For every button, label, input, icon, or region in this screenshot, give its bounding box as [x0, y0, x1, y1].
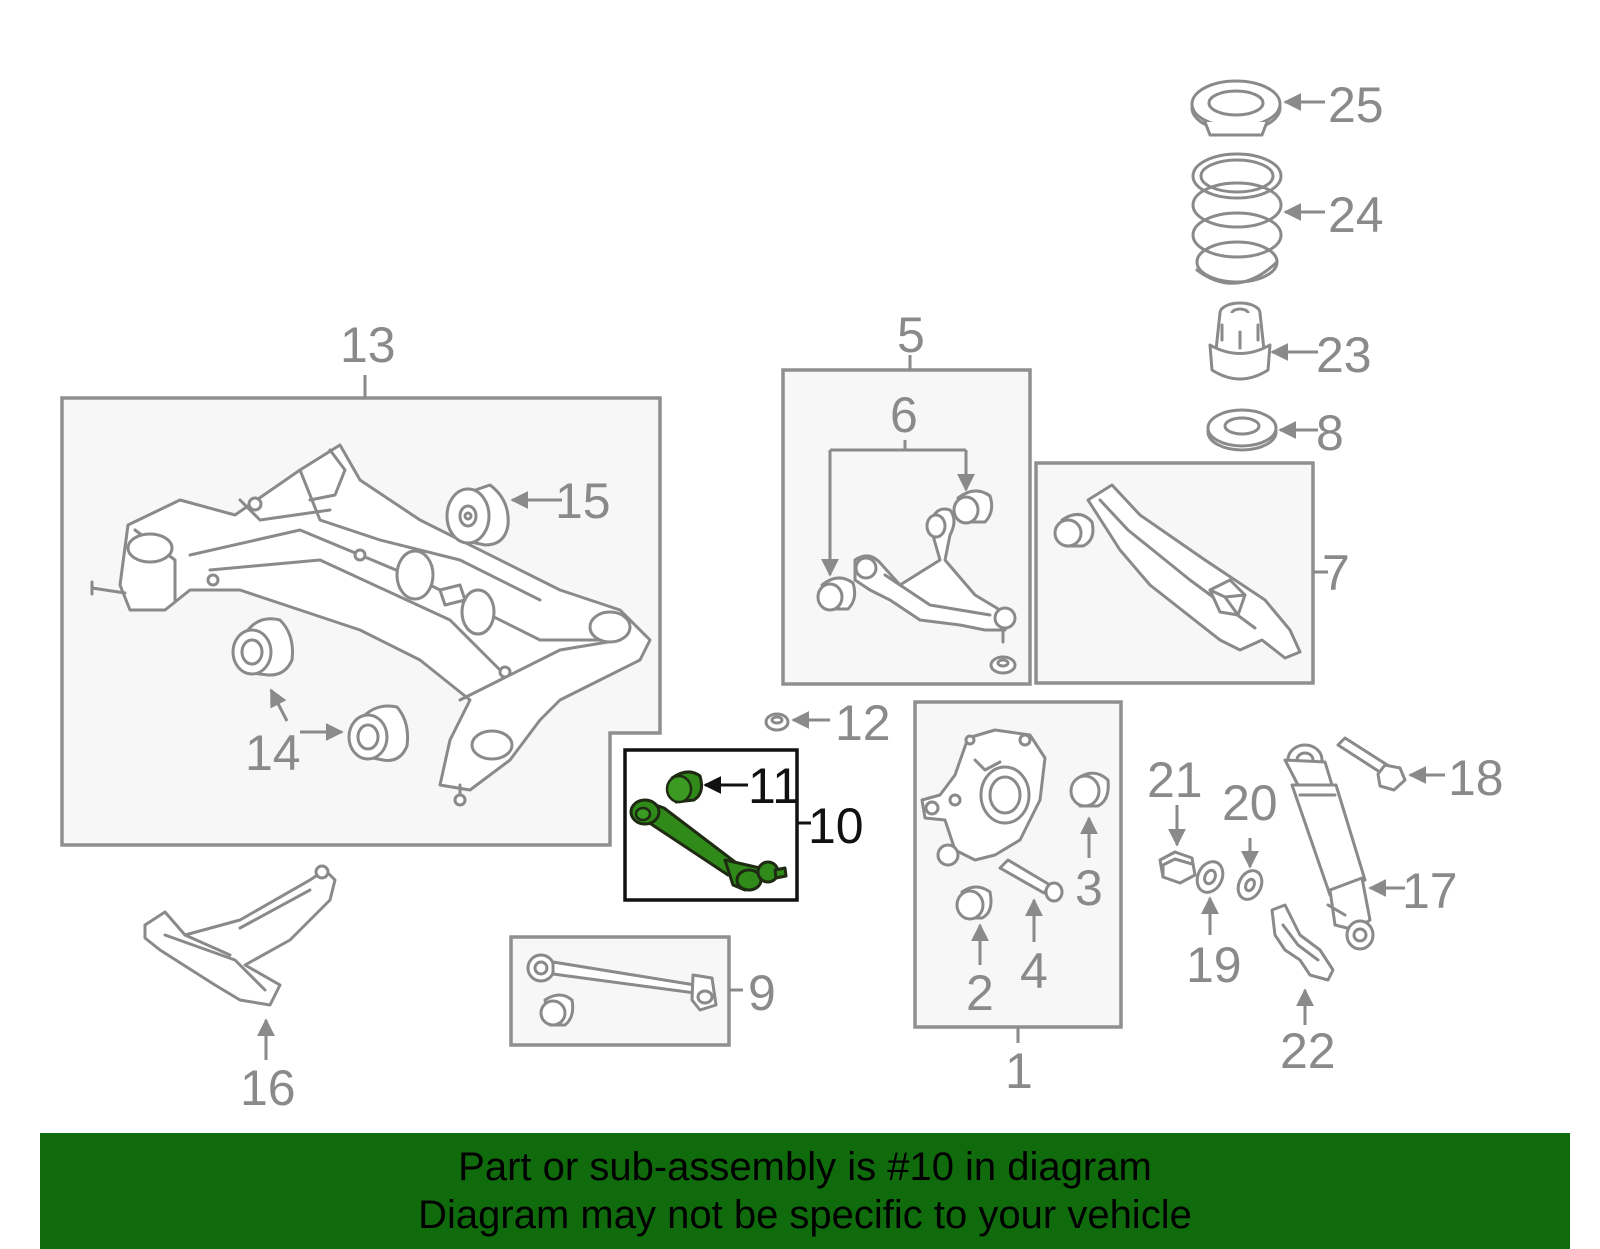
highlighted-group-10[interactable]: 10 11: [623, 748, 864, 902]
lateral-link-10[interactable]: [629, 798, 788, 892]
callout-11[interactable]: 11: [748, 758, 800, 814]
callout-3[interactable]: 3: [1075, 860, 1103, 916]
callout-21[interactable]: 21: [1147, 752, 1203, 808]
callout-7[interactable]: 7: [1322, 545, 1350, 601]
callout-9[interactable]: 9: [748, 965, 776, 1021]
callout-24[interactable]: 24: [1328, 187, 1384, 243]
lower-arm-group: 7: [1034, 461, 1350, 685]
callout-19[interactable]: 19: [1186, 937, 1242, 993]
washer-12: [764, 712, 790, 732]
callout-18[interactable]: 18: [1448, 750, 1504, 806]
link-group-9: 9: [509, 935, 776, 1047]
bolt-4: [998, 858, 1064, 903]
bushing-11[interactable]: [665, 770, 703, 804]
washer-20: [1236, 869, 1264, 901]
bushing-15: [445, 483, 510, 547]
callout-10[interactable]: 10: [808, 798, 864, 854]
banner-line-disclaimer: Diagram may not be specific to your vehi…: [418, 1193, 1192, 1237]
lower-control-arm: [1086, 483, 1302, 660]
callout-13[interactable]: 13: [340, 317, 396, 373]
bushing-3: [1069, 771, 1110, 808]
shock-absorber-17: [1283, 743, 1375, 951]
callout-16[interactable]: 16: [240, 1060, 296, 1116]
subframe-group: 13: [60, 317, 662, 847]
callout-20[interactable]: 20: [1222, 775, 1278, 831]
knuckle: [920, 728, 1047, 867]
upper-arm-group: 5 6: [781, 307, 1032, 686]
toe-link: [526, 953, 718, 1012]
info-banner: Part or sub-assembly is #10 in diagram D…: [40, 1133, 1570, 1249]
callout-5[interactable]: 5: [897, 307, 925, 363]
bracket-22: [1270, 903, 1335, 982]
knuckle-group-1: 1 3 4 2: [913, 700, 1123, 1099]
rear-subframe: [90, 443, 652, 807]
callout-15[interactable]: 15: [555, 473, 611, 529]
callout-17[interactable]: 17: [1402, 863, 1458, 919]
bushing-14-lower: [347, 704, 409, 762]
lower-arm-bushing: [1053, 513, 1095, 548]
callout-2[interactable]: 2: [966, 965, 994, 1021]
bolt-18: [1336, 736, 1407, 792]
callout-6[interactable]: 6: [890, 387, 918, 443]
banner-line-part: Part or sub-assembly is #10 in diagram: [458, 1145, 1152, 1189]
bushing-2: [955, 885, 993, 921]
spring-pad-8: [1206, 408, 1278, 452]
upper-control-arm: [853, 507, 1017, 675]
spring-seat-25: [1190, 79, 1282, 137]
coil-spring-24: [1191, 152, 1283, 285]
arm-bushing-upper: [952, 489, 994, 525]
arm-bushing-lower: [816, 576, 857, 612]
bushing-14-upper: [231, 617, 294, 677]
toe-link-bushing: [539, 993, 575, 1027]
skid-plate-16: [143, 864, 337, 1007]
callout-4[interactable]: 4: [1020, 943, 1048, 999]
callout-14[interactable]: 14: [245, 725, 301, 781]
nut-21: [1158, 850, 1197, 885]
bump-stop-23: [1208, 301, 1272, 381]
callout-23[interactable]: 23: [1316, 327, 1372, 383]
callout-12[interactable]: 12: [835, 695, 891, 751]
callout-25[interactable]: 25: [1328, 77, 1384, 133]
washer-19: [1195, 860, 1225, 894]
callout-8[interactable]: 8: [1316, 405, 1344, 461]
callout-22[interactable]: 22: [1280, 1023, 1336, 1079]
callout-1[interactable]: 1: [1005, 1043, 1033, 1099]
